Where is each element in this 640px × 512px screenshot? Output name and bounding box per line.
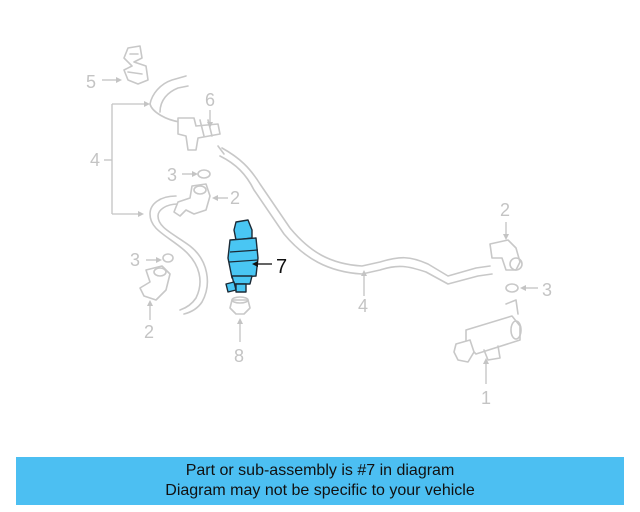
callout-2-lower: 2	[144, 300, 154, 342]
callout-2-upper: 2	[212, 188, 240, 208]
callout-4-bottom-label: 4	[358, 296, 368, 316]
callout-3-upper-label: 3	[167, 165, 177, 185]
part-3-oring-upper	[197, 169, 211, 179]
callout-3-upper: 3	[167, 165, 198, 185]
part-7-washer-pump[interactable]	[225, 219, 259, 293]
parts-diagram: 5 6 4 4	[86, 45, 552, 408]
part-5-clip	[123, 45, 149, 85]
callout-3-lower-label: 3	[130, 250, 140, 270]
part-3-oring-lower	[162, 253, 174, 263]
banner-line-part: Part or sub-assembly is #7 in diagram	[185, 462, 455, 479]
callout-2-right-label: 2	[500, 200, 510, 220]
info-banner: Part or sub-assembly is #7 in diagram Di…	[16, 457, 624, 505]
part-1-washer-cylinder	[453, 299, 522, 363]
callout-3-right: 3	[520, 280, 552, 300]
part-6-connector	[177, 117, 225, 155]
callout-8-label: 8	[234, 346, 244, 366]
callout-7: 7	[252, 256, 287, 278]
part-2-elbow-right	[489, 239, 523, 271]
callout-8: 8	[234, 318, 244, 366]
banner-line-disclaimer: Diagram may not be specific to your vehi…	[165, 482, 475, 499]
callout-2-right: 2	[500, 200, 510, 240]
callout-6-label: 6	[205, 90, 215, 110]
callout-4-left: 4	[90, 101, 150, 217]
part-3-oring-right	[505, 283, 519, 293]
part-2-elbow-upper	[173, 183, 211, 217]
callout-4-bottom: 4	[358, 270, 368, 316]
callout-5: 5	[86, 72, 122, 92]
callout-2-lower-label: 2	[144, 322, 154, 342]
callout-5-label: 5	[86, 72, 96, 92]
callout-7-label: 7	[276, 256, 287, 278]
callout-3-right-label: 3	[542, 280, 552, 300]
callout-6: 6	[205, 90, 215, 128]
callout-1-label: 1	[481, 388, 491, 408]
part-8-grommet	[229, 296, 251, 315]
callout-1: 1	[481, 358, 491, 408]
callout-3-lower: 3	[130, 250, 162, 270]
upper-hose	[149, 75, 189, 123]
part-2-elbow-lower	[139, 265, 171, 301]
lower-hose	[149, 195, 209, 315]
main-hose	[219, 147, 493, 285]
callout-2-upper-label: 2	[230, 188, 240, 208]
callout-4-left-label: 4	[90, 150, 100, 170]
